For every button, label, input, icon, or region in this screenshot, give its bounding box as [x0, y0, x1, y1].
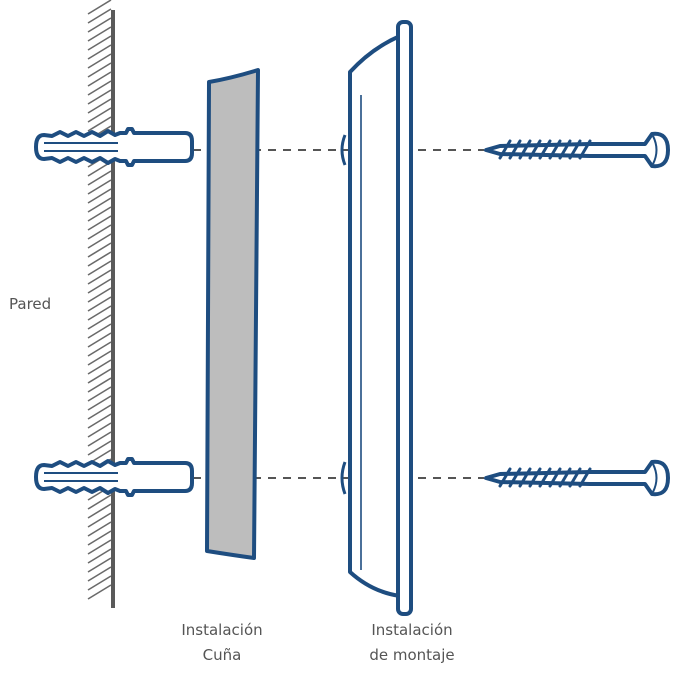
mounting-plate	[340, 20, 413, 616]
wall-anchor-icon	[34, 127, 194, 167]
hatch-line	[87, 179, 112, 195]
hatch-line	[87, 89, 112, 105]
hatch-line	[87, 62, 112, 78]
hatch-line	[87, 539, 112, 555]
hatch-line	[87, 0, 112, 15]
hatch-line	[87, 395, 112, 411]
hatch-line	[87, 44, 112, 60]
hatch-line	[87, 413, 112, 429]
mount-label-line2: de montaje	[369, 646, 455, 664]
hatch-line	[87, 287, 112, 303]
hatch-line	[87, 170, 112, 186]
hatch-line	[87, 323, 112, 339]
wedge-plate	[205, 68, 260, 560]
hatch-line	[87, 566, 112, 582]
hatch-line	[87, 35, 112, 51]
hatch-line	[87, 80, 112, 96]
hatch-line	[87, 188, 112, 204]
hatch-line	[87, 71, 112, 87]
wall-label: Pared	[9, 295, 52, 313]
hatch-line	[87, 17, 112, 33]
hatch-line	[87, 584, 112, 600]
hatch-line	[87, 107, 112, 123]
hatch-line	[87, 575, 112, 591]
hatch-line	[87, 116, 112, 132]
mount-label-line1: Instalación	[371, 621, 453, 639]
hatch-line	[87, 206, 112, 222]
hatch-line	[87, 368, 112, 384]
hatch-line	[87, 494, 112, 510]
hatch-line	[87, 233, 112, 249]
hatch-line	[87, 422, 112, 438]
mounting-installation-label: Instalación de montaje	[360, 621, 464, 665]
hatch-line	[87, 269, 112, 285]
wedge-installation-label: Instalación Cuña	[170, 621, 274, 665]
wedge-label-line1: Instalación	[181, 621, 263, 639]
hatch-line	[87, 332, 112, 348]
hatch-line	[87, 521, 112, 537]
hatch-line	[87, 278, 112, 294]
screw-icon	[484, 131, 670, 169]
wall-anchor-icon	[34, 457, 194, 497]
hatch-line	[87, 251, 112, 267]
hatch-line	[87, 26, 112, 42]
hatch-line	[87, 440, 112, 456]
wedge-label-line2: Cuña	[202, 646, 242, 664]
hatch-line	[87, 548, 112, 564]
hatch-line	[87, 341, 112, 357]
hatch-line	[87, 98, 112, 114]
screw-icon	[484, 459, 670, 497]
hatch-line	[87, 350, 112, 366]
hatch-line	[87, 197, 112, 213]
wall	[87, 0, 115, 608]
hatch-line	[87, 530, 112, 546]
hatch-line	[87, 386, 112, 402]
hatch-line	[87, 359, 112, 375]
hatch-line	[87, 260, 112, 276]
hatch-line	[87, 431, 112, 447]
hatch-line	[87, 242, 112, 258]
hatch-line	[87, 215, 112, 231]
hatch-line	[87, 503, 112, 519]
hatch-line	[87, 8, 112, 24]
hatch-line	[87, 557, 112, 573]
hatch-line	[87, 512, 112, 528]
wall-hatch	[87, 0, 112, 600]
hatch-line	[87, 377, 112, 393]
hatch-line	[87, 404, 112, 420]
hatch-line	[87, 224, 112, 240]
hatch-line	[87, 296, 112, 312]
hatch-line	[87, 314, 112, 330]
hatch-line	[87, 53, 112, 69]
hatch-line	[87, 305, 112, 321]
